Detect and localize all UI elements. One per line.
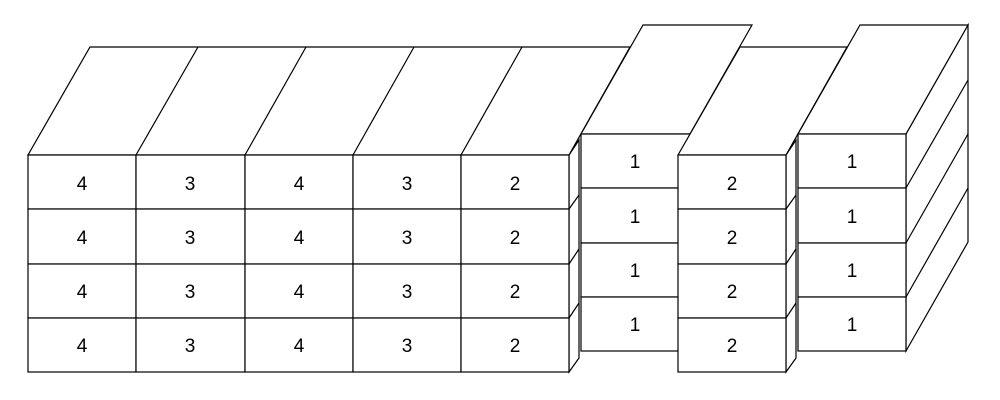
- column-b-label: 2: [727, 228, 738, 249]
- main-cell: [352, 317, 462, 373]
- main-cell-label: 3: [402, 336, 413, 357]
- main-cell-label: 2: [510, 282, 521, 303]
- column-c-label: 1: [847, 315, 858, 336]
- column-b-side-divider: [785, 248, 797, 265]
- main-cell-label: 2: [510, 336, 521, 357]
- main-cell-label: 3: [402, 228, 413, 249]
- column-c-cell: [797, 133, 907, 189]
- column-b-cell: [677, 154, 787, 210]
- main-cell: [27, 263, 137, 319]
- main-cell: [244, 317, 354, 373]
- column-a-label: 1: [630, 152, 641, 173]
- column-b-cell: [677, 208, 787, 265]
- column-b-cell: [677, 317, 787, 373]
- main-block-top-face: [26, 46, 632, 156]
- main-cell-label: 3: [185, 282, 196, 303]
- main-cell-label: 4: [294, 336, 305, 357]
- main-cell: [244, 263, 354, 319]
- main-top-divider: [460, 46, 523, 156]
- main-cell: [460, 154, 570, 210]
- main-cell: [27, 317, 137, 373]
- column-c: 1 1 1 1: [796, 22, 970, 354]
- main-cell: [352, 154, 462, 210]
- column-b-side-divider: [785, 302, 797, 319]
- main-cell-label: 3: [185, 336, 196, 357]
- column-a-cell: [580, 242, 691, 298]
- main-cell-label: 4: [294, 228, 305, 249]
- main-cell-label: 4: [77, 174, 88, 195]
- main-top-divider: [135, 46, 199, 156]
- main-cell-label: 4: [77, 282, 88, 303]
- main-cell-label: 4: [294, 174, 305, 195]
- column-b-cell: [677, 263, 787, 319]
- column-c-cell: [797, 187, 907, 244]
- main-cell: [460, 317, 570, 373]
- column-c-side-divider: [905, 187, 969, 298]
- main-cell-label: 2: [510, 228, 521, 249]
- main-block: 4 3 4 3 2 4 3 4 3 2 4 3 4 3 2 4 3 4 3 2: [26, 46, 632, 374]
- main-cell-label: 3: [185, 174, 196, 195]
- column-a-label: 1: [630, 261, 641, 282]
- column-a-label: 1: [630, 207, 641, 228]
- main-cell-label: 3: [185, 228, 196, 249]
- main-top-divider: [244, 46, 307, 156]
- column-b-label: 2: [727, 282, 738, 303]
- main-cell: [135, 208, 246, 265]
- main-side-divider: [568, 194, 580, 210]
- column-a: 1 1 1 1: [579, 24, 754, 352]
- main-cell-label: 2: [510, 174, 521, 195]
- column-b: 2 2 2 2: [676, 46, 849, 374]
- column-a-label: 1: [630, 315, 641, 336]
- column-b-label: 2: [727, 174, 738, 195]
- main-side-divider: [568, 302, 580, 319]
- column-c-label: 1: [847, 261, 858, 282]
- main-cell-label: 4: [294, 282, 305, 303]
- main-cell-label: 3: [402, 174, 413, 195]
- column-a-cell: [580, 296, 691, 352]
- main-cell: [135, 317, 246, 373]
- column-b-side-divider: [785, 194, 797, 210]
- main-top-divider: [352, 46, 415, 156]
- column-c-label: 1: [847, 207, 858, 228]
- column-a-cell: [580, 133, 691, 189]
- main-cell: [460, 208, 570, 265]
- main-side-divider: [568, 248, 580, 265]
- main-cell: [244, 208, 354, 265]
- main-cell-label: 3: [402, 282, 413, 303]
- main-cell: [135, 263, 246, 319]
- column-b-label: 2: [727, 336, 738, 357]
- column-c-cell: [797, 296, 907, 352]
- main-cell: [352, 208, 462, 265]
- main-cell-label: 4: [77, 336, 88, 357]
- column-c-side-divider: [905, 79, 969, 189]
- column-c-side-divider: [905, 133, 969, 244]
- column-c-label: 1: [847, 152, 858, 173]
- column-a-cell: [580, 187, 691, 244]
- main-cell-label: 4: [77, 228, 88, 249]
